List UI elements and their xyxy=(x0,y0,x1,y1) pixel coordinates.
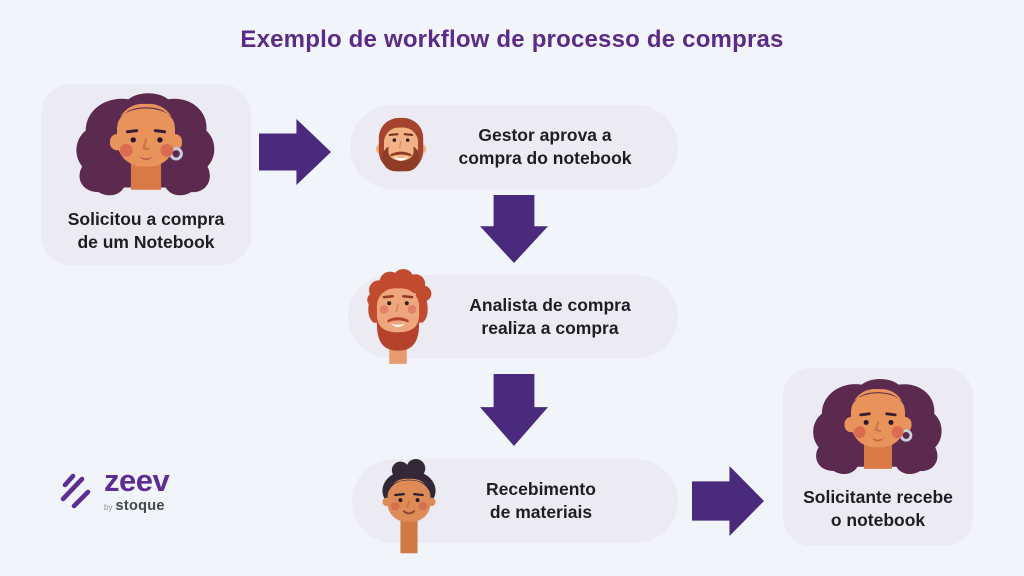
step-label: Recebimento de materiais xyxy=(452,478,678,524)
zeev-brand-text: zeev xyxy=(104,463,170,499)
stoque-text: stoque xyxy=(115,497,165,514)
step-label-line: de materiais xyxy=(489,502,593,522)
page-title: Exemplo de workflow de processo de compr… xyxy=(240,26,784,53)
step-label: Solicitou a compra de um Notebook xyxy=(68,208,225,254)
bun-hair-woman-avatar-icon xyxy=(382,459,436,554)
arrow-right-icon xyxy=(692,466,764,536)
woman-long-purple-hair-avatar-icon xyxy=(76,93,215,196)
arrow-down-icon xyxy=(480,195,548,263)
step-label-line: compra do notebook xyxy=(458,148,632,168)
logo-byline: by stoque xyxy=(104,498,169,514)
bearded-manager-avatar-icon xyxy=(375,117,427,172)
step-label-line: Gestor aprova a xyxy=(478,125,612,146)
step-label-line: Solicitante recebe xyxy=(803,487,953,507)
step-label: Gestor aprova a compra do notebook xyxy=(438,124,678,170)
step-label-line: Solicitou a compra xyxy=(67,209,225,229)
step-label-line: Analista de compra xyxy=(469,294,631,315)
curly-red-hair-analyst-avatar-icon xyxy=(367,269,432,364)
step-label: Solicitante recebe o notebook xyxy=(803,486,953,532)
step-card-solicitante: Solicitante recebe o notebook xyxy=(783,368,973,546)
step-label-line: realiza a compra xyxy=(481,317,619,338)
logo-text: zeev by stoque xyxy=(104,463,170,514)
step-label-line: o notebook xyxy=(830,509,926,530)
step-card-analista: Analista de compra realiza a compra xyxy=(348,269,678,364)
arrow-right-icon xyxy=(259,119,331,185)
woman-long-purple-hair-avatar-icon xyxy=(813,378,942,475)
step-label-line: de um Notebook xyxy=(77,231,215,252)
logo-by-text: by xyxy=(104,502,113,512)
step-card-recebimento: Recebimento de materiais xyxy=(352,459,678,554)
step-card-gestor: Gestor aprova a compra do notebook xyxy=(350,105,678,189)
zeev-squiggle-icon xyxy=(60,473,91,509)
step-card-solicitou: Solicitou a compra de um Notebook xyxy=(41,84,251,265)
zeev-logo: zeev by stoque xyxy=(56,463,170,514)
arrow-down-icon xyxy=(480,374,548,446)
step-label-line: Recebimento xyxy=(486,479,596,500)
step-label: Analista de compra realiza a compra xyxy=(448,294,678,340)
